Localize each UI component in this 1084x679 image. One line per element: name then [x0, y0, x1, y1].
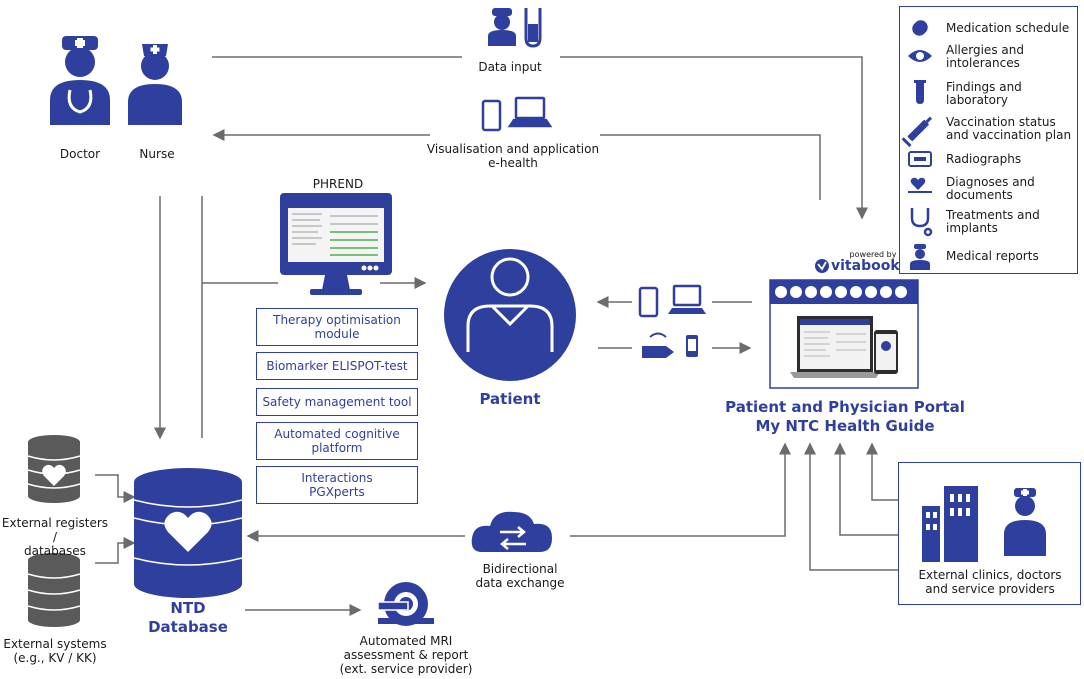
syringe-icon — [901, 116, 933, 148]
mri-scanner-icon — [377, 582, 434, 626]
portal-title: Patient and Physician Portal My NTC Heal… — [725, 398, 965, 435]
doctor-label: Doctor — [59, 147, 101, 161]
visualisation-label-2: e-health — [488, 156, 538, 170]
external-registers-label: External registers /databases — [1, 516, 109, 558]
radiograph-icon — [908, 151, 932, 167]
doctor-small-icon — [488, 8, 516, 46]
test-tube-icon — [914, 80, 926, 104]
vitabook-brand: vitabook — [831, 258, 900, 274]
building-icon — [922, 486, 978, 562]
smartphone-icon — [686, 335, 698, 357]
test-tube-small-icon — [524, 8, 542, 48]
external-clinics-box — [898, 462, 1081, 605]
heart-icon — [42, 464, 66, 486]
laptop-icon — [668, 308, 706, 314]
doctor-icon — [50, 36, 110, 125]
patient-label: Patient — [479, 390, 541, 408]
wearable-icon — [642, 332, 674, 358]
nurse-label: Nurse — [139, 147, 175, 161]
module-safety-management: Safety management tool — [256, 388, 418, 416]
cloud-exchange-icon — [471, 511, 552, 552]
module-biomarker-elispot: Biomarker ELISPOT-test — [256, 352, 418, 380]
tablet-icon — [638, 286, 659, 318]
stethoscope-icon — [910, 208, 933, 237]
pill-icon — [912, 20, 928, 36]
external-systems-label: External systems(e.g., KV / KK) — [3, 637, 107, 665]
powered-by-label: powered by — [849, 250, 897, 259]
visualisation-label-1: Visualisation and application — [426, 142, 600, 156]
legend-medical-reports: Medical reports — [946, 249, 1039, 263]
legend-medication-schedule: Medication schedule — [946, 21, 1070, 35]
nurse-icon — [128, 44, 182, 125]
external-systems-db-icon — [27, 553, 81, 627]
doctor-icon — [1004, 488, 1046, 556]
heart-icon — [164, 511, 212, 552]
tablet-icon — [481, 99, 502, 132]
external-registers-db-icon — [27, 435, 81, 503]
doctor-icon — [910, 244, 930, 270]
laptop-icon — [507, 96, 553, 128]
portal-features-legend — [899, 6, 1078, 274]
phrend-title: PHREND — [312, 177, 364, 191]
data-input-label: Data input — [478, 60, 542, 74]
legend-radiographs: Radiographs — [946, 152, 1022, 166]
heart-document-icon — [908, 177, 932, 193]
